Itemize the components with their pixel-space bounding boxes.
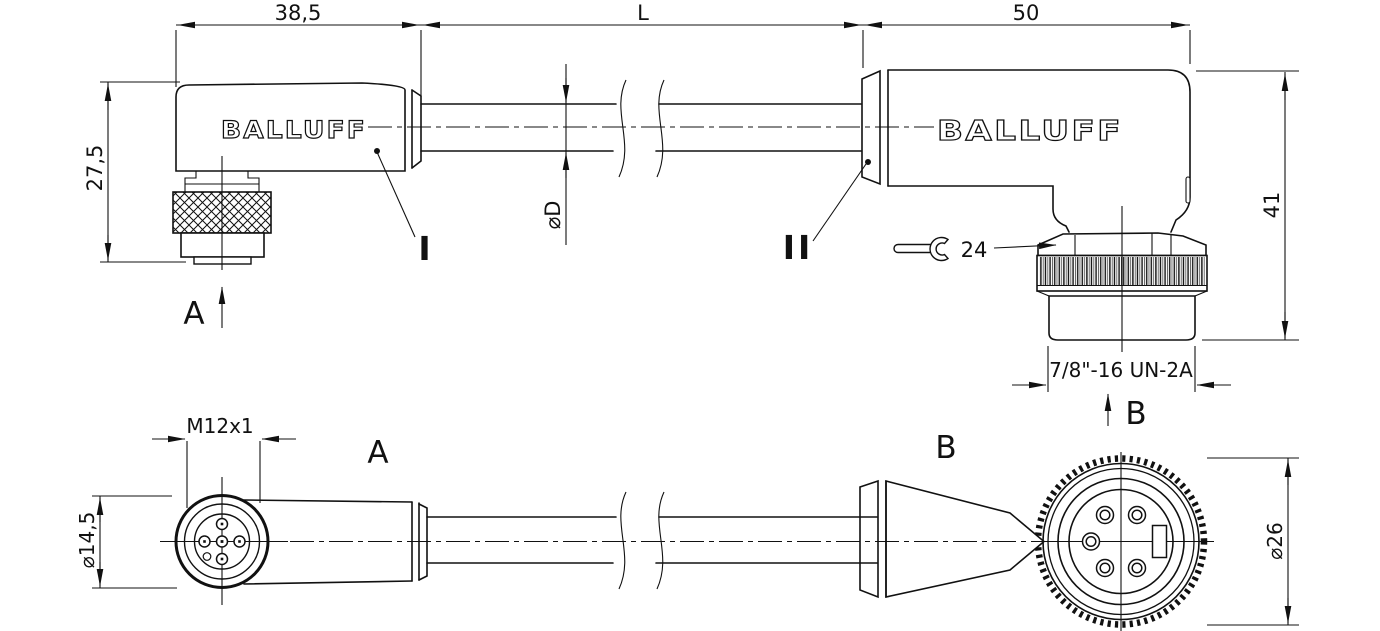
marker-ii-group: II	[783, 159, 871, 267]
cable-top	[368, 79, 934, 178]
balluff-logo-right: BALLUFF	[937, 114, 1123, 147]
wrench-icon	[893, 236, 950, 262]
view-b-arrow-label: B	[1125, 396, 1146, 432]
dim-face-b-diameter-group: ⌀26	[1207, 457, 1299, 626]
dim-connector-a-length: 38,5	[275, 1, 322, 25]
marker-i: I	[418, 229, 433, 268]
dim-connector-a-height-group: 27,5	[83, 81, 186, 263]
keyway-b	[1151, 524, 1168, 559]
socket-pins-b	[1081, 505, 1168, 578]
dim-face-a-diameter-group: ⌀14,5	[75, 495, 177, 589]
dim-thread-b: 7/8"-16 UN-2A	[1049, 358, 1193, 382]
break-line	[656, 491, 665, 590]
top-dimension-chain: 38,5 L 50	[175, 1, 1191, 97]
view-arrow-a: A	[183, 286, 226, 332]
dim-wrench-size: 24	[961, 238, 988, 262]
dim-cable-diameter-group: ⌀D	[541, 64, 570, 245]
dim-thread-b-group: 7/8"-16 UN-2A	[1012, 346, 1231, 392]
socket-pins-a	[198, 517, 246, 566]
break-line	[656, 79, 665, 178]
view-b-label: B	[935, 430, 956, 466]
dim-face-a-diameter: ⌀14,5	[75, 512, 99, 569]
view-b-end	[290, 452, 1214, 631]
view-a-label: A	[367, 435, 388, 471]
cable-bottom	[426, 491, 878, 590]
dim-cable-length: L	[637, 1, 649, 25]
connector-a-side-view: BALLUFF	[172, 82, 422, 270]
balluff-logo-left: BALLUFF	[221, 116, 367, 144]
dim-connector-b-length: 50	[1013, 1, 1040, 25]
dim-cable-diameter: ⌀D	[541, 201, 565, 230]
thread-cylinder-b	[1048, 295, 1196, 341]
dim-connector-b-height: 41	[1260, 192, 1284, 219]
dim-thread-a: M12x1	[186, 414, 253, 438]
body-seam	[1185, 176, 1191, 204]
dim-face-b-diameter: ⌀26	[1263, 522, 1287, 560]
keying-hole-a	[202, 552, 212, 561]
dim-connector-a-height: 27,5	[83, 145, 107, 192]
marker-ii: II	[783, 228, 814, 267]
strain-relief-b	[885, 479, 1046, 598]
dim-wrench-24-group: 24	[893, 236, 1057, 262]
dim-thread-a-group: M12x1	[152, 414, 296, 508]
view-a-end	[160, 477, 428, 605]
connector-b-side-view: BALLUFF	[861, 69, 1208, 352]
marker-i-group: I	[374, 148, 433, 268]
break-line	[618, 79, 627, 178]
view-arrow-b: B	[1104, 393, 1147, 432]
dim-connector-b-height-group: 41	[1196, 70, 1299, 341]
break-line	[618, 491, 627, 590]
view-a-arrow-label: A	[183, 296, 204, 332]
